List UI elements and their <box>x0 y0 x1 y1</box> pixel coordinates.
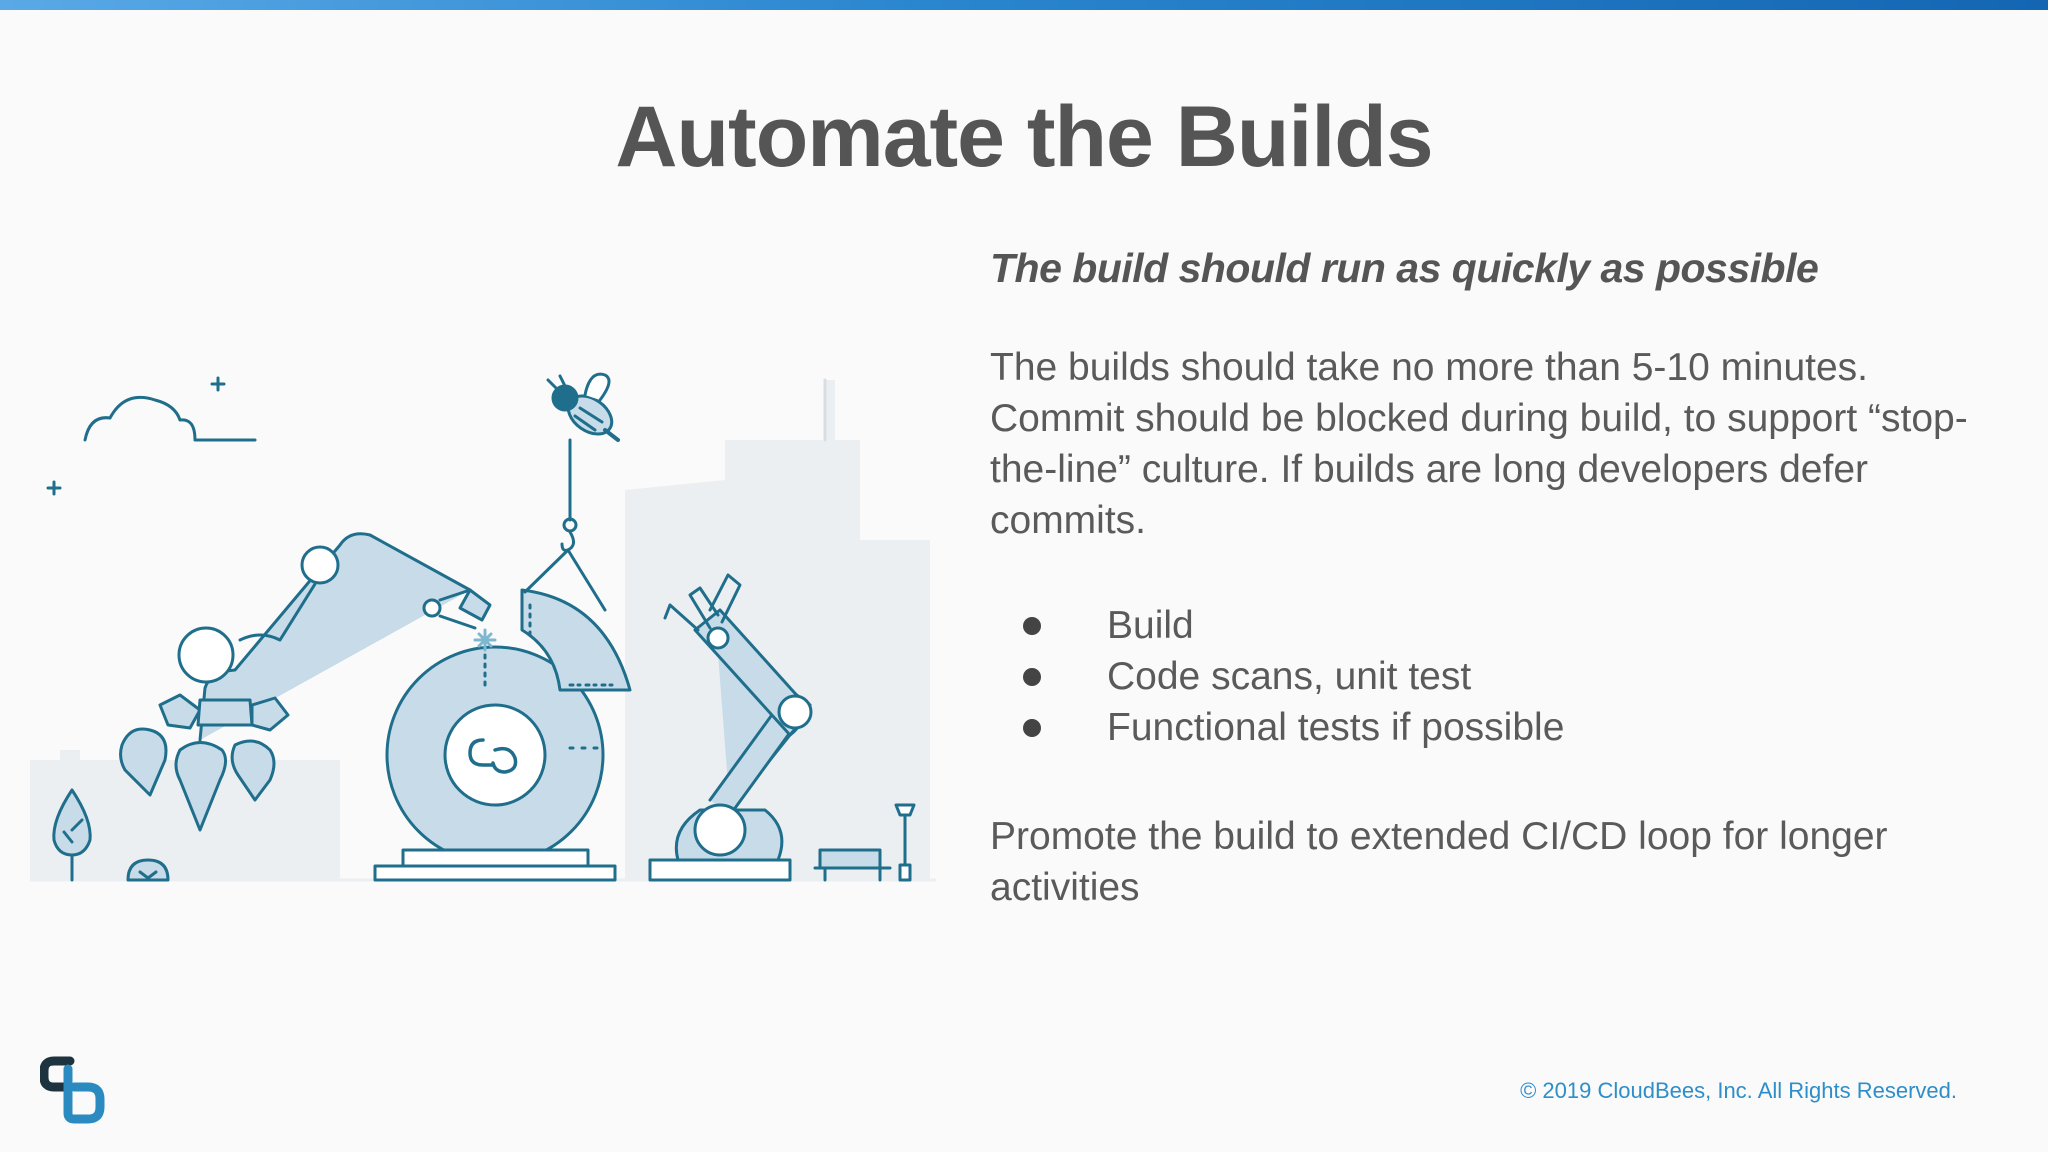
list-item-text: Code scans, unit test <box>1107 655 1472 698</box>
bullet-icon <box>1023 667 1041 686</box>
top-accent-bar <box>0 0 2048 10</box>
slide-content: The build should run as quickly as possi… <box>990 245 2000 913</box>
bullet-list: Build Code scans, unit test Functional t… <box>990 600 2000 753</box>
build-duration-paragraph: The builds should take no more than 5-10… <box>990 346 1968 542</box>
cloudbees-logo-icon <box>40 1056 105 1124</box>
list-item-text: Functional tests if possible <box>1107 706 1565 749</box>
promote-build-paragraph: Promote the build to extended CI/CD loop… <box>990 815 1888 909</box>
bullet-icon <box>1023 616 1041 635</box>
copyright-text: © 2019 CloudBees, Inc. All Rights Reserv… <box>1520 1078 1957 1103</box>
list-item-text: Build <box>1107 604 1194 647</box>
bullet-icon <box>1023 718 1041 737</box>
list-item: Code scans, unit test <box>990 651 2000 702</box>
robot-arms-build-illustration <box>30 372 936 882</box>
slide-title: Automate the Builds <box>615 89 1433 185</box>
slide-subtitle: The build should run as quickly as possi… <box>990 245 1819 291</box>
list-item: Build <box>990 600 2000 651</box>
list-item: Functional tests if possible <box>990 702 2000 753</box>
